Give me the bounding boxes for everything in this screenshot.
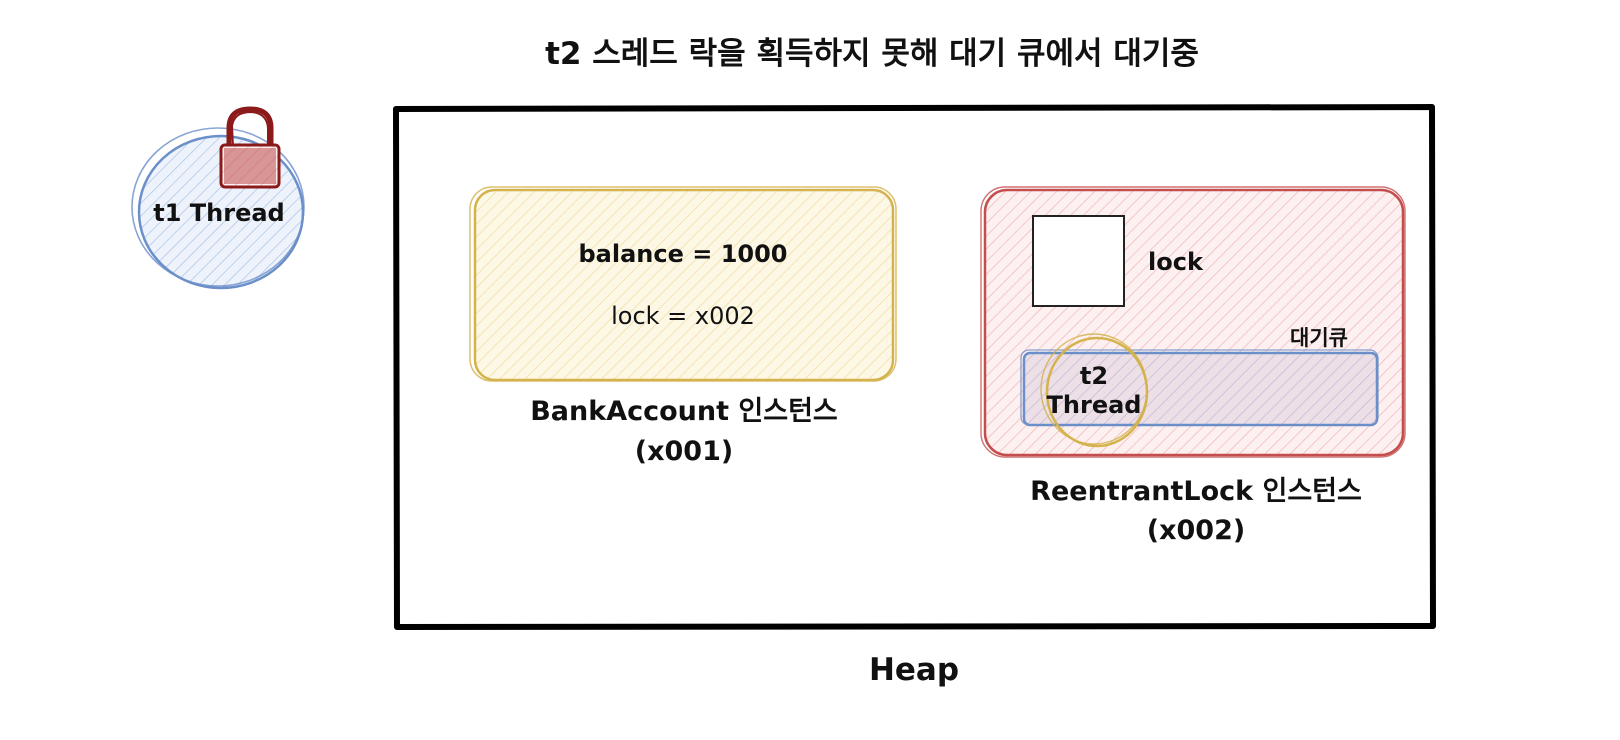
t2-thread-label-line1: t2 — [1079, 362, 1109, 390]
balance-field: balance = 1000 — [578, 240, 788, 268]
reentrant-lock-caption-line2: (x002) — [1146, 515, 1246, 546]
lock-label: lock — [1148, 248, 1203, 276]
heap-box — [393, 104, 1436, 630]
bank-account-caption-line1: BankAccount 인스턴스 — [530, 396, 838, 427]
padlock-icon — [219, 106, 281, 189]
diagram-title: t2 스레드 락을 획득하지 못해 대기 큐에서 대기중 — [545, 36, 1199, 72]
bank-account-caption-line2: (x001) — [634, 436, 734, 467]
wait-queue — [1020, 349, 1379, 427]
t2-thread-node — [1040, 333, 1149, 448]
lock-reference-field: lock = x002 — [611, 302, 755, 330]
wait-queue-label: 대기큐 — [1290, 326, 1348, 350]
t1-thread-label: t1 Thread — [153, 199, 285, 227]
reentrant-lock-caption-line1: ReentrantLock 인스턴스 — [1030, 476, 1362, 507]
heap-label: Heap — [868, 652, 960, 688]
t2-thread-label-line2: Thread — [1046, 391, 1142, 419]
lock-slot — [1032, 215, 1125, 307]
bank-account-box — [469, 186, 897, 382]
